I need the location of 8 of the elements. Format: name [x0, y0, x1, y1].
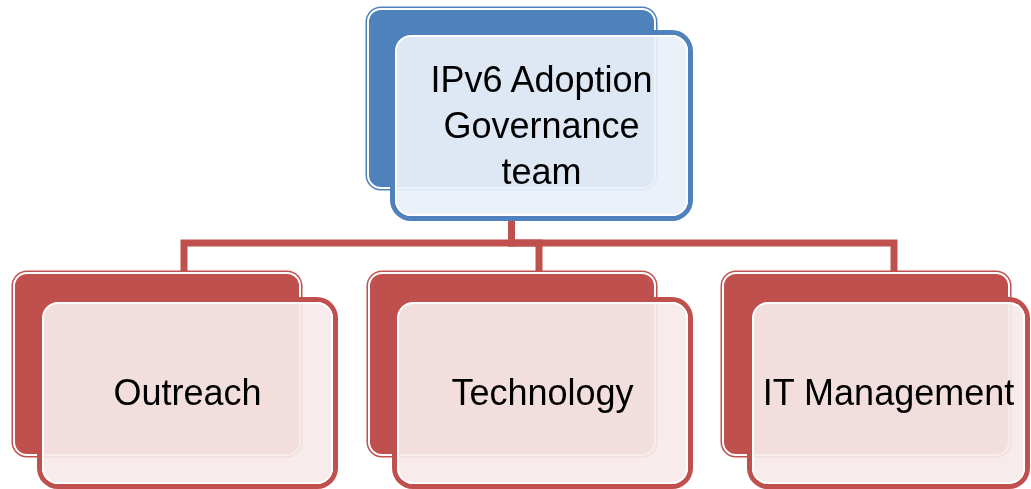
- org-card: [367, 8, 690, 218]
- org-card: [368, 272, 690, 486]
- card-title: Technology: [451, 371, 634, 415]
- org-card: [722, 272, 1027, 486]
- org-card: [13, 272, 335, 486]
- card-title: IT Management: [762, 371, 1015, 415]
- card-title: Outreach: [113, 371, 262, 415]
- card-title: IPv6 Adoption Governance team: [429, 57, 654, 194]
